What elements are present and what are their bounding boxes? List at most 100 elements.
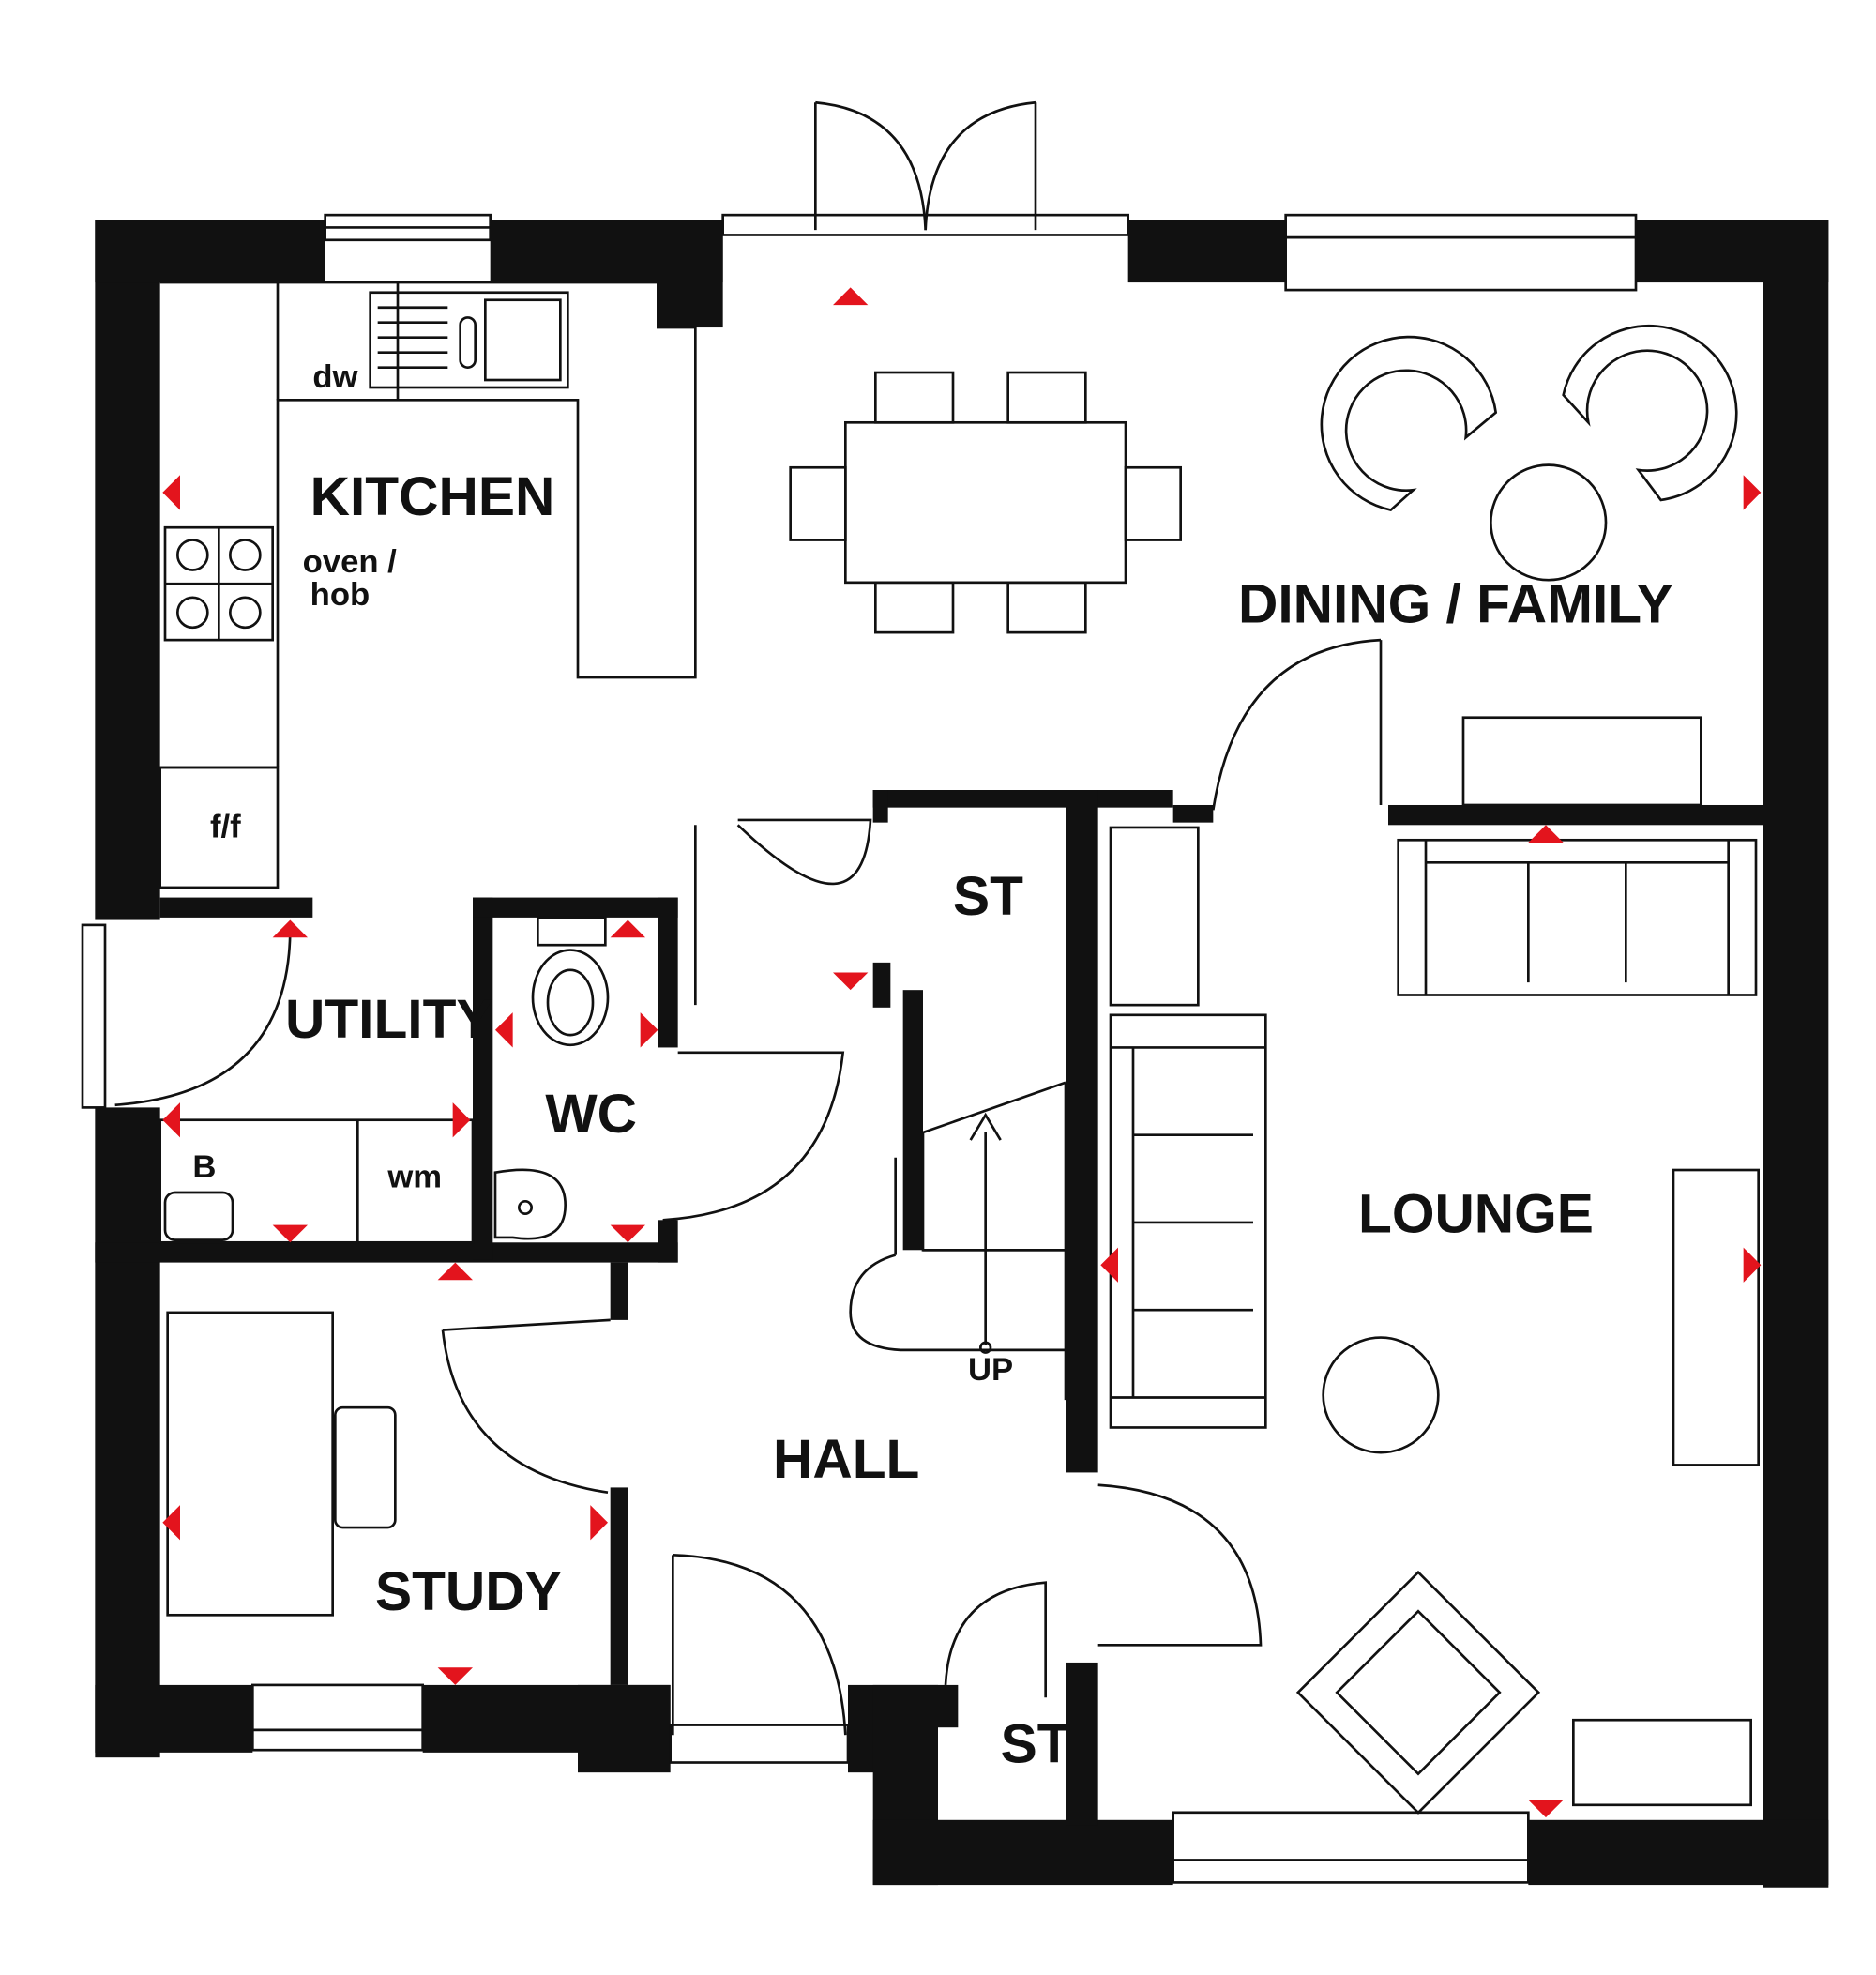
sink-drainer-icon — [377, 306, 448, 370]
label-utility: UTILITY — [285, 989, 493, 1050]
study-door-arc — [441, 1318, 611, 1495]
exterior-walls — [95, 220, 1829, 1888]
wall-wc-right-lower — [658, 1220, 678, 1263]
label-lounge: LOUNGE — [1358, 1184, 1594, 1245]
label-st-upper: ST — [953, 866, 1023, 927]
label-stairs-up: UP — [968, 1352, 1013, 1388]
stairs — [694, 818, 1067, 1401]
label-wm: wm — [386, 1160, 442, 1195]
wall-study-hall-upper — [610, 1262, 628, 1320]
windows — [81, 213, 1638, 1884]
label-oven-hob-2: hob — [310, 577, 371, 613]
marker-study-bottom — [437, 1667, 473, 1685]
side-unit-lounge — [1572, 1718, 1752, 1807]
wall-lower-st-left — [938, 1684, 959, 1728]
label-oven-hob-1: oven / — [303, 544, 398, 580]
dining-table — [843, 420, 1127, 585]
marker-wc-bottom — [610, 1224, 645, 1243]
window-study — [251, 1683, 424, 1752]
armchair-lounge — [1295, 1570, 1541, 1815]
wall-lower-st-right — [1066, 1662, 1098, 1826]
label-kitchen: KITCHEN — [310, 466, 555, 527]
wall-top-4 — [1127, 220, 1286, 283]
label-dw: dw — [312, 359, 358, 395]
marker-utility-top — [272, 919, 308, 938]
wall-utility-study — [95, 1242, 678, 1263]
dining-set — [789, 371, 1182, 634]
side-table-family — [1489, 463, 1608, 582]
wall-top-3 — [658, 220, 723, 328]
lounge-door-arc — [1212, 638, 1382, 811]
wall-bottom-6 — [872, 1819, 1173, 1886]
marker-utility-right — [452, 1102, 471, 1138]
wall-bottom-7 — [1528, 1819, 1829, 1886]
lounge-furniture — [1097, 826, 1760, 1815]
utility-door-arc — [114, 927, 292, 1107]
wc-cistern — [536, 916, 607, 947]
wall-bottom-3 — [578, 1684, 671, 1773]
st-lower-door-arc — [944, 1581, 1047, 1698]
marker-lounge-left — [1100, 1247, 1118, 1283]
sideboard-family — [1461, 716, 1702, 807]
interior-walls — [95, 790, 1763, 1826]
desk — [166, 1311, 334, 1617]
hall-doors — [669, 1554, 1047, 1764]
wall-right — [1763, 220, 1829, 1888]
patio-doors — [814, 100, 1037, 231]
label-hall: HALL — [773, 1429, 919, 1490]
coffee-table — [1322, 1336, 1440, 1454]
wall-wc-right — [658, 897, 678, 1048]
stair-arrow — [969, 1112, 1002, 1141]
wall-st-right — [1066, 790, 1098, 1473]
label-ff: f/f — [210, 810, 241, 845]
hob-icon — [163, 525, 274, 642]
wc-door-arc — [662, 1051, 845, 1222]
marker-utility-left — [162, 1102, 180, 1138]
label-st-lower: ST — [1001, 1714, 1071, 1775]
hall-lounge-door-arc — [1097, 1483, 1263, 1647]
wall-lounge-family — [1388, 804, 1763, 826]
wall-wc-top — [473, 897, 678, 918]
armchair-left — [1320, 335, 1498, 512]
cupboard-lounge — [1109, 826, 1200, 1007]
st-door-arc — [736, 818, 872, 886]
room-labels: KITCHEN DINING / FAMILY UTILITY WC ST LO… — [192, 359, 1672, 1774]
desk-chair — [334, 1405, 397, 1529]
toilet-bowl — [531, 949, 610, 1047]
label-boiler: B — [192, 1149, 216, 1185]
marker-utility-bottom — [272, 1224, 308, 1243]
wall-st-top — [872, 790, 1173, 808]
marker-st-bottom — [833, 972, 869, 991]
marker-dining-top — [833, 287, 869, 306]
kitchen-fittings — [159, 281, 697, 889]
window-utility-door — [81, 923, 107, 1109]
label-wc: WC — [545, 1084, 637, 1145]
fridge-freezer — [159, 766, 280, 889]
wall-st-left-1 — [872, 790, 888, 823]
marker-lounge-top — [1528, 825, 1564, 843]
label-dining-family: DINING / FAMILY — [1238, 573, 1673, 634]
wc-fittings — [493, 916, 845, 1240]
sofa-left — [1109, 1013, 1267, 1429]
marker-family-right — [1743, 475, 1762, 510]
wall-family-door-stub — [1172, 804, 1214, 823]
marker-wc-left — [495, 1012, 513, 1048]
marker-study-top — [437, 1262, 473, 1281]
wall-left-lower — [95, 1107, 160, 1758]
tv-unit — [1672, 1168, 1760, 1466]
wall-kitchen-utility — [159, 897, 313, 918]
wall-stair-spine — [902, 990, 923, 1251]
marker-study-left — [162, 1505, 180, 1541]
study-furniture — [166, 1311, 611, 1617]
label-study: STUDY — [375, 1561, 562, 1622]
wall-study-hall-lower — [610, 1487, 628, 1685]
boiler — [163, 1191, 234, 1241]
basin — [493, 1168, 567, 1240]
marker-kitchen-left — [162, 475, 180, 510]
wall-left-upper — [95, 220, 160, 920]
family-seating — [1212, 324, 1738, 811]
wall-wc-left — [473, 897, 493, 1260]
marker-wc-right — [640, 1012, 658, 1048]
wall-st-left-2 — [872, 962, 891, 1008]
view-markers — [162, 287, 1762, 1818]
